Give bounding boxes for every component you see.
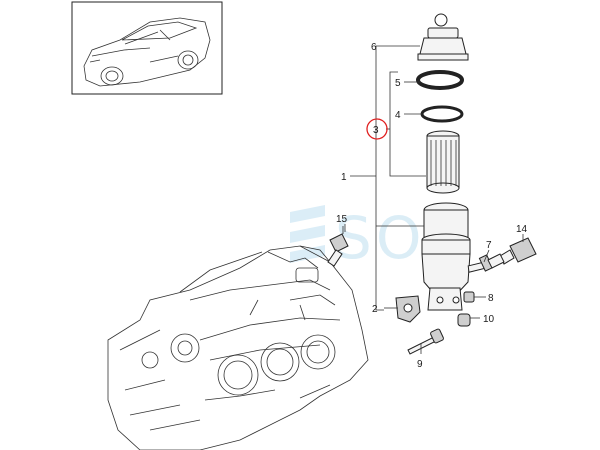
highlight-circle <box>366 118 388 140</box>
engine-block <box>107 245 369 450</box>
callout-3: 3 <box>373 125 379 136</box>
callout-7: 7 <box>486 240 492 251</box>
callout-10: 10 <box>483 314 495 325</box>
callout-14: 14 <box>516 224 528 235</box>
callout-9: 9 <box>417 359 423 370</box>
callout-8: 8 <box>488 293 494 304</box>
part-10-nut <box>457 313 471 327</box>
part-1-housing <box>421 202 471 311</box>
part-15-oil-pressure-switch <box>327 224 349 267</box>
watermark-logo-icon <box>290 205 325 263</box>
callout-6: 6 <box>371 42 377 53</box>
part-2-gasket <box>395 295 421 323</box>
callouts: 6 5 4 3 1 15 14 7 2 8 10 9 <box>336 42 528 370</box>
part-3-filter-element <box>426 130 460 194</box>
part-4-o-ring <box>420 105 464 123</box>
part-9-stud <box>407 328 444 355</box>
part-6-filter-cap <box>417 13 469 61</box>
callout-1: 1 <box>341 172 347 183</box>
oil-filter-assembly <box>395 13 471 323</box>
callout-15: 15 <box>336 214 348 225</box>
callout-2: 2 <box>372 304 378 315</box>
car-thumbnail <box>71 1 223 95</box>
leader-lines <box>342 45 524 354</box>
part-14-sensor <box>487 237 537 269</box>
callout-5: 5 <box>395 78 401 89</box>
part-7-bolt <box>467 254 494 273</box>
part-8-screw <box>463 291 480 303</box>
car-illustration <box>83 17 211 87</box>
callout-4: 4 <box>395 110 401 121</box>
part-5-o-ring <box>416 70 464 90</box>
